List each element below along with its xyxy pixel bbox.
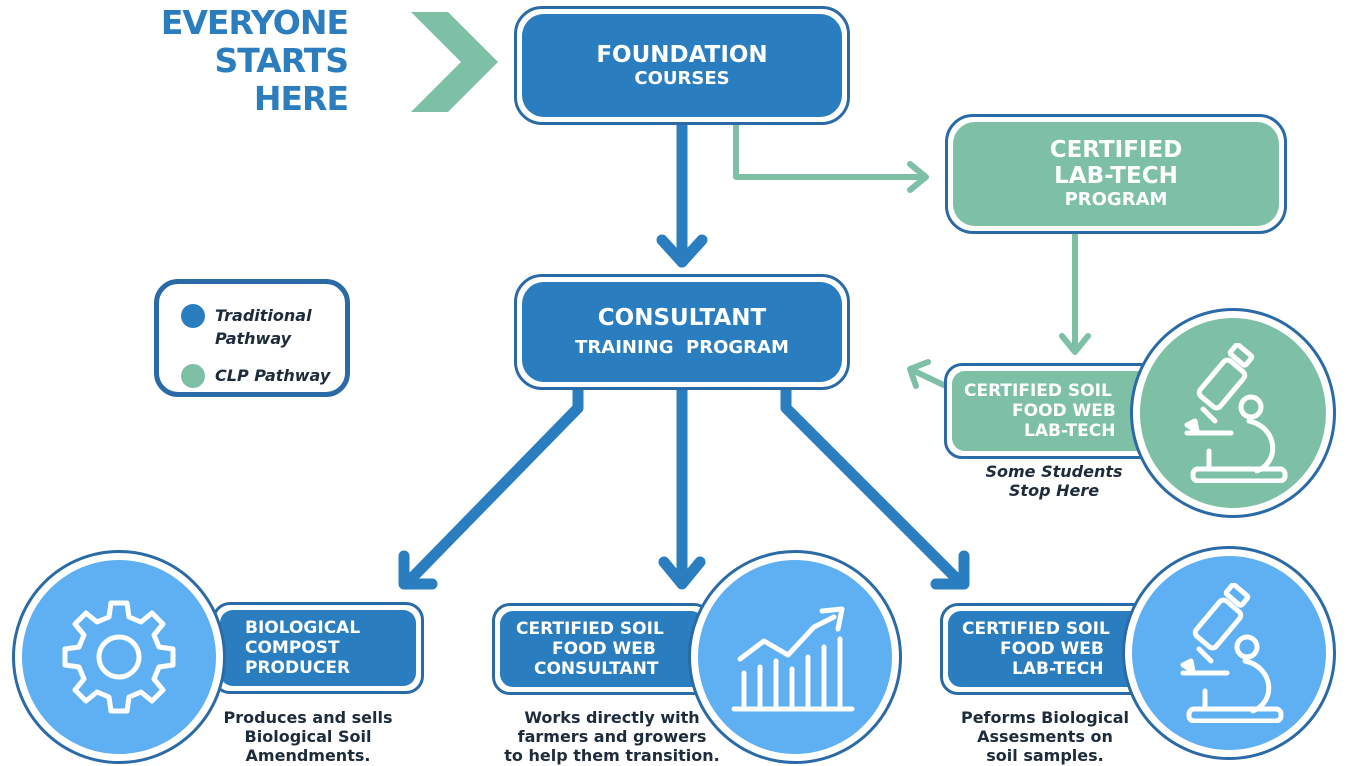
- foundation-courses-node: FOUNDATION COURSES: [514, 6, 850, 125]
- certified-sfw-consultant-tag: CERTIFIED SOIL FOOD WEB CONSULTANT: [492, 603, 712, 695]
- gear-icon: [62, 600, 176, 714]
- sfw-labtech-line-3: LAB-TECH: [1012, 659, 1104, 679]
- traditional-dot-icon: [181, 304, 205, 328]
- stop-here-line-1: Some Students: [985, 462, 1123, 481]
- compost-caption: Produces and sells Biological Soil Amend…: [200, 708, 416, 765]
- labtech-program-line-3: PROGRAM: [1064, 189, 1168, 210]
- sfw-labtech-caption-line-3: soil samples.: [986, 746, 1104, 765]
- green-labtech-line-1: CERTIFIED SOIL: [964, 381, 1112, 401]
- sfw-labtech-line-1: CERTIFIED SOIL: [962, 619, 1110, 639]
- arrow-consultant-to-compost: [398, 384, 584, 590]
- sfw-consultant-line-3: CONSULTANT: [534, 659, 659, 679]
- consultant-chart-circle: [688, 550, 902, 764]
- foundation-subtitle: COURSES: [634, 67, 730, 89]
- stop-here-caption: Some Students Stop Here: [970, 462, 1138, 500]
- green-labtech-line-2: FOOD WEB: [1012, 401, 1116, 421]
- sfw-labtech-caption-line-1: Peforms Biological: [960, 708, 1130, 727]
- biological-compost-producer-tag: BIOLOGICAL COMPOST PRODUCER: [212, 602, 424, 694]
- arrow-foundation-to-consultant: [656, 116, 708, 268]
- certified-sfw-labtech-clp-tag: CERTIFIED SOIL FOOD WEB LAB-TECH: [944, 363, 1160, 459]
- arrow-labtech-program-to-labtech: [1059, 229, 1091, 355]
- sfw-labtech-caption-line-2: Assesments on: [977, 727, 1113, 746]
- compost-caption-line-1: Produces and sells: [223, 708, 393, 727]
- legend: Traditional Pathway CLP Pathway: [154, 279, 350, 397]
- sfw-labtech-caption: Peforms Biological Assesments on soil sa…: [940, 708, 1150, 765]
- stop-here-line-2: Stop Here: [1008, 481, 1100, 500]
- microscope-icon: [1180, 583, 1284, 723]
- arrow-consultant-to-sfw-consultant: [658, 384, 706, 590]
- consultant-title: CONSULTANT: [597, 305, 767, 331]
- consultant-subtitle: TRAINING PROGRAM: [575, 337, 789, 358]
- certified-sfw-labtech-tag: CERTIFIED SOIL FOOD WEB LAB-TECH: [940, 603, 1152, 695]
- compost-line-1: BIOLOGICAL: [245, 618, 361, 638]
- foundation-title: FOUNDATION: [596, 41, 768, 68]
- legend-item-clp: CLP Pathway: [181, 364, 345, 388]
- legend-label-clp: CLP Pathway: [215, 366, 331, 385]
- green-microscope-circle: [1130, 308, 1336, 518]
- arrow-foundation-to-labtech-program: [733, 119, 929, 193]
- everyone-starts-here-heading: EVERYONE STARTS HERE: [130, 3, 349, 118]
- growth-chart-icon: [731, 606, 855, 712]
- compost-gear-circle: [12, 550, 226, 764]
- sfw-consultant-line-1: CERTIFIED SOIL: [516, 619, 664, 639]
- sfw-consultant-caption-line-2: farmers and growers: [517, 727, 707, 746]
- start-line-2: STARTS: [214, 41, 349, 80]
- start-chevron: [411, 12, 498, 112]
- consultant-training-node: CONSULTANT TRAINING PROGRAM: [514, 274, 850, 390]
- sfw-consultant-caption: Works directly with farmers and growers …: [500, 708, 724, 765]
- start-line-3: HERE: [253, 79, 349, 118]
- compost-line-2: COMPOST: [245, 638, 340, 658]
- sfw-consultant-caption-line-1: Works directly with: [524, 708, 700, 727]
- green-labtech-line-3: LAB-TECH: [1024, 421, 1116, 441]
- clp-dot-icon: [181, 364, 205, 388]
- legend-label-traditional: Traditional Pathway: [215, 306, 312, 348]
- start-line-1: EVERYONE: [160, 3, 349, 42]
- labtech-program-line-2: LAB-TECH: [1054, 163, 1178, 189]
- labtech-microscope-circle: [1122, 546, 1336, 760]
- labtech-program-line-1: CERTIFIED: [1049, 137, 1183, 163]
- sfw-consultant-line-2: FOOD WEB: [552, 639, 656, 659]
- microscope-icon: [1184, 343, 1288, 483]
- sfw-labtech-line-2: FOOD WEB: [1000, 639, 1104, 659]
- compost-caption-line-2: Biological Soil: [244, 727, 372, 746]
- sfw-consultant-caption-line-3: to help them transition.: [504, 746, 720, 765]
- certified-labtech-program-node: CERTIFIED LAB-TECH PROGRAM: [945, 114, 1287, 234]
- legend-item-traditional: Traditional Pathway: [181, 304, 335, 350]
- compost-line-3: PRODUCER: [245, 658, 351, 678]
- compost-caption-line-3: Amendments.: [245, 746, 371, 765]
